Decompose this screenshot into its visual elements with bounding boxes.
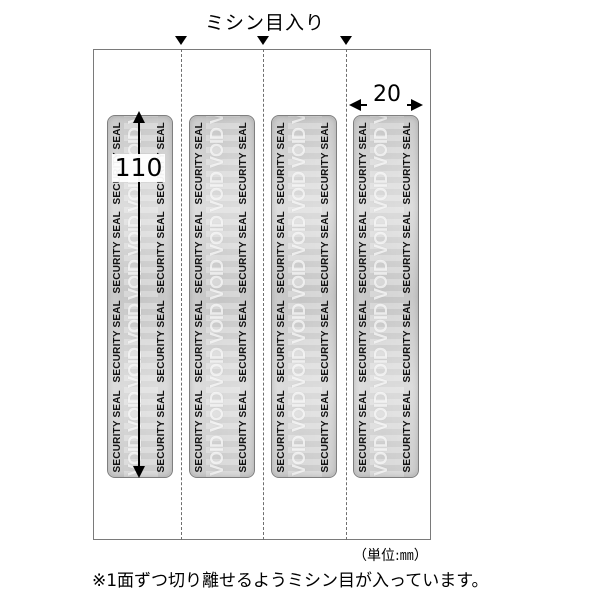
width-arrow-left-icon	[349, 99, 361, 111]
seal-text: SECURITY SEAL	[194, 211, 205, 294]
void-text: VOID VOID VOID VOID VOID VOID VOID VOID …	[289, 116, 321, 477]
width-arrow-right-icon	[411, 99, 423, 111]
void-pattern	[370, 116, 404, 477]
width-dimension-label: 20	[367, 84, 407, 106]
height-dimension-line	[138, 116, 140, 476]
seal-text: SECURITY SEAL	[402, 122, 413, 205]
void-text-row: VOID VOID VOID VOID VOID VOID VOID VOID …	[289, 116, 309, 476]
seal-text: SECURITY SEAL	[112, 300, 123, 383]
seal-stripe-left: SECURITY SEAL SECURITY SEAL SECURITY SEA…	[357, 122, 371, 472]
seal-text: SECURITY SEAL	[276, 211, 287, 294]
seal-stripe-right: SECURITY SEAL SECURITY SEAL SECURITY SEA…	[319, 122, 333, 472]
perforation-marker-3	[340, 36, 352, 45]
seal-text: SECURITY SEAL	[358, 300, 369, 383]
seal-text: SECURITY SEAL	[276, 389, 287, 472]
seal-text: SECURITY SEAL	[194, 389, 205, 472]
seal-text: SECURITY SEAL	[276, 300, 287, 383]
seal-text: SECURITY SEAL	[194, 300, 205, 383]
perforation-marker-2	[257, 36, 269, 45]
seal-text: SECURITY SEAL	[156, 300, 167, 383]
seal-stripe-right: SECURITY SEAL SECURITY SEAL SECURITY SEA…	[401, 122, 415, 472]
seal-text: SECURITY SEAL	[320, 211, 331, 294]
perforation-line-3	[346, 49, 347, 540]
seal-4: VOID VOID VOID VOID VOID VOID VOID VOID …	[353, 115, 419, 478]
perforation-line-1	[181, 49, 182, 540]
seal-text: SECURITY SEAL	[320, 300, 331, 383]
seal-2: VOID VOID VOID VOID VOID VOID VOID VOID …	[189, 115, 255, 478]
void-pattern	[206, 116, 240, 477]
seal-stripe-left: SECURITY SEAL SECURITY SEAL SECURITY SEA…	[193, 122, 207, 472]
height-dimension-label: 110	[112, 154, 165, 182]
seal-3: VOID VOID VOID VOID VOID VOID VOID VOID …	[271, 115, 337, 478]
seal-text: SECURITY SEAL	[238, 211, 249, 294]
void-text-row: VOID VOID VOID VOID VOID VOID VOID VOID …	[371, 116, 391, 476]
seal-text: SECURITY SEAL	[358, 211, 369, 294]
void-text: VOID VOID VOID VOID VOID VOID VOID VOID …	[207, 116, 239, 477]
seal-text: SECURITY SEAL	[402, 300, 413, 383]
seal-text: SECURITY SEAL	[358, 389, 369, 472]
perforation-line-2	[263, 49, 264, 540]
seal-text: SECURITY SEAL	[320, 122, 331, 205]
diagram-title: ミシン目入り	[204, 12, 325, 34]
unit-label: （単位:㎜）	[353, 548, 428, 564]
seal-stripe-right: SECURITY SEAL SECURITY SEAL SECURITY SEA…	[237, 122, 251, 472]
void-text: VOID VOID VOID VOID VOID VOID VOID VOID …	[371, 116, 403, 477]
seal-text: SECURITY SEAL	[402, 211, 413, 294]
seal-text: SECURITY SEAL	[238, 122, 249, 205]
seal-text: SECURITY SEAL	[194, 122, 205, 205]
perforation-note: ※1面ずつ切り離せるようミシン目が入っています。	[92, 571, 489, 591]
height-arrow-up-icon	[133, 111, 145, 123]
seal-text: SECURITY SEAL	[156, 389, 167, 472]
height-arrow-down-icon	[133, 466, 145, 478]
seal-text: SECURITY SEAL	[156, 211, 167, 294]
seal-text: SECURITY SEAL	[112, 211, 123, 294]
seal-text: SECURITY SEAL	[276, 122, 287, 205]
void-pattern	[288, 116, 322, 477]
seal-text: SECURITY SEAL	[320, 389, 331, 472]
void-text-row: VOID VOID VOID VOID VOID VOID VOID VOID …	[207, 116, 227, 476]
seal-text: SECURITY SEAL	[402, 389, 413, 472]
seal-text: SECURITY SEAL	[238, 300, 249, 383]
seal-text: SECURITY SEAL	[238, 389, 249, 472]
seal-stripe-left: SECURITY SEAL SECURITY SEAL SECURITY SEA…	[275, 122, 289, 472]
seal-text: SECURITY SEAL	[358, 122, 369, 205]
seal-text: SECURITY SEAL	[112, 389, 123, 472]
perforation-marker-1	[175, 36, 187, 45]
